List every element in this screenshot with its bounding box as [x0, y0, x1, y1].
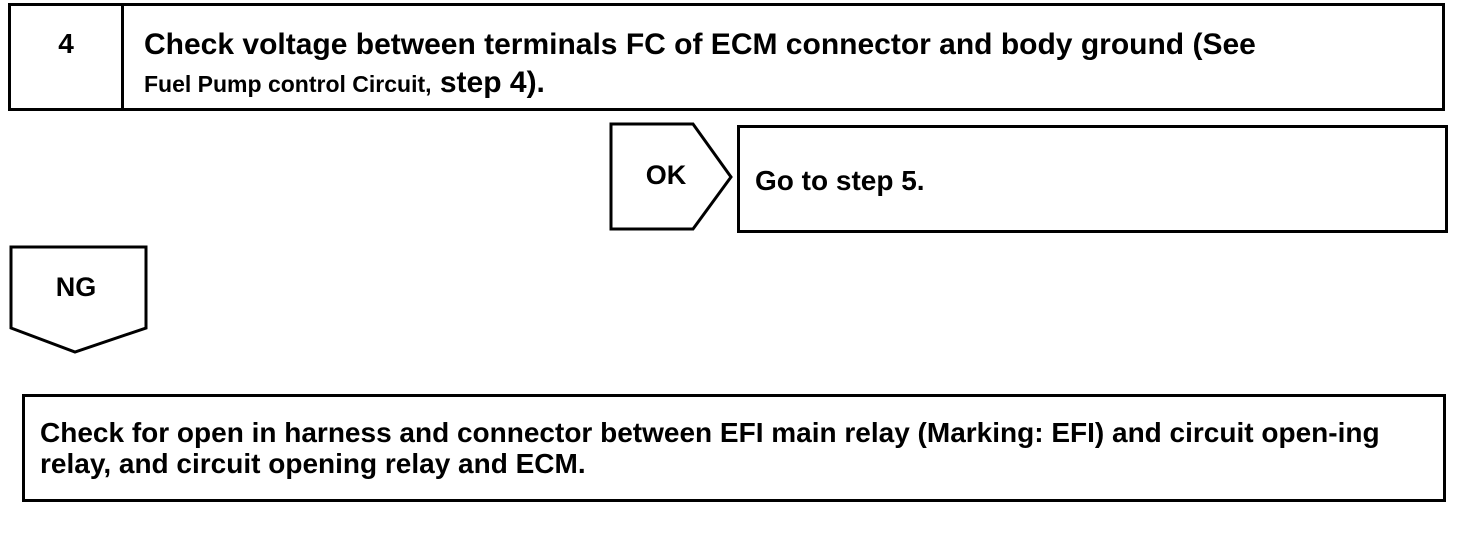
step-title-main: Check voltage between terminals FC of EC… [144, 28, 1256, 61]
ok-result-text: Go to step 5. [755, 165, 925, 196]
ok-label: OK [645, 160, 687, 190]
step-box: 4 Check voltage between terminals FC of … [8, 3, 1445, 111]
action-box: Check for open in harness and connector … [22, 394, 1446, 502]
ok-arrow-shape [609, 122, 733, 231]
ng-label: NG [55, 272, 97, 302]
ok-result-box: Go to step 5. [737, 125, 1448, 233]
step-title-ref: Fuel Pump control Circuit, [144, 71, 432, 97]
step-title-step: step 4). [439, 66, 545, 99]
action-text: Check for open in harness and connector … [40, 417, 1380, 479]
step-title: Check voltage between terminals FC of EC… [144, 26, 1422, 103]
step-number: 4 [11, 6, 124, 108]
ng-arrow-shape [9, 245, 148, 354]
